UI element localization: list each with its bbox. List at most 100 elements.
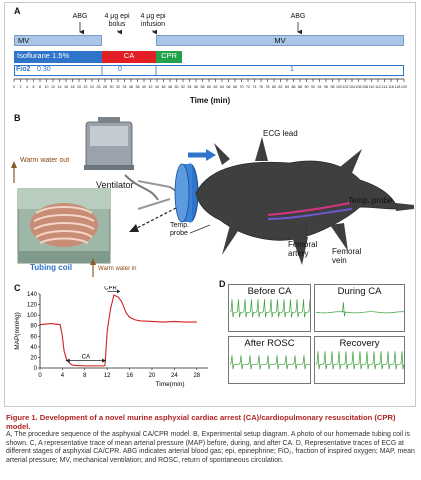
time-tick-label: 58	[201, 85, 205, 89]
time-tick-label: 0	[13, 85, 15, 89]
map-y-tick-label: 0	[34, 366, 38, 372]
map-x-tick-label: 24	[171, 373, 178, 379]
time-tick-label: 76	[259, 85, 263, 89]
time-tick-label: 74	[253, 85, 257, 89]
mouse-image	[195, 137, 414, 265]
label-femoral-vein: Femoral vein	[332, 247, 362, 265]
event-arrows	[79, 22, 302, 35]
time-axis-label: Time (min)	[189, 96, 231, 105]
time-tick-label: 12	[51, 85, 55, 89]
ecg-recovery: Recovery	[314, 336, 405, 384]
time-tick-label: 70	[240, 85, 244, 89]
time-tick-label: 22	[84, 85, 88, 89]
map-y-tick-label: 140	[27, 292, 38, 298]
label-temp-probe-2: Temp. probe	[348, 196, 393, 205]
time-tick-label: 20	[77, 85, 81, 89]
time-tick-label: 86	[292, 85, 296, 89]
map-x-tick-label: 8	[83, 373, 87, 379]
caption-title: Figure 1. Development of a novel murine …	[6, 413, 396, 431]
cpr-arrow-head	[117, 289, 121, 294]
ca-arrow-head-right	[102, 358, 107, 363]
panel-d-label: D	[219, 279, 226, 289]
label-tubing-coil: Tubing coil	[30, 263, 73, 272]
ecg-trace-after-rosc	[230, 355, 310, 370]
time-tick-label: 50	[175, 85, 179, 89]
fio2-value-2: 0	[118, 66, 122, 73]
time-tick-label: 96	[324, 85, 328, 89]
time-tick-label: 110	[369, 85, 375, 89]
time-tick-label: 84	[285, 85, 289, 89]
time-tick-label: 106	[356, 85, 362, 89]
ecg-after-rosc: After ROSC	[228, 336, 311, 384]
map-y-tick-label: 20	[30, 355, 37, 361]
time-tick-label: 32	[116, 85, 120, 89]
ca-arrow-head-left	[65, 358, 70, 363]
map-y-tick-label: 80	[30, 324, 37, 330]
map-y-tick-label: 120	[27, 303, 38, 309]
time-tick-label: 38	[136, 85, 140, 89]
map-y-tick-label: 60	[30, 334, 37, 340]
label-temp-probe-1: Temp. probe	[170, 222, 190, 237]
bar-ca: CA	[102, 51, 156, 63]
fio2-value-3: 1	[290, 66, 294, 73]
time-tick-label: 92	[311, 85, 315, 89]
fio2-value-1: 0.30	[37, 66, 51, 73]
ecg-waveform	[230, 299, 310, 318]
fio2-dividers	[101, 65, 157, 76]
time-tick-label: 116	[388, 85, 394, 89]
ecg-before-ca: Before CA	[228, 284, 311, 332]
ecg-waveform	[316, 351, 404, 370]
label-warm-water-in: Warm water in	[98, 266, 137, 272]
bar-mv-2: MV	[156, 35, 404, 46]
time-tick-label: 36	[129, 85, 133, 89]
time-tick-label: 2	[20, 85, 22, 89]
time-tick-label: 44	[155, 85, 159, 89]
setup-diagram	[11, 117, 414, 277]
map-x-tick-label: 12	[104, 373, 111, 379]
time-tick-label: 60	[207, 85, 211, 89]
time-tick-label: 66	[227, 85, 231, 89]
time-tick-label: 78	[266, 85, 270, 89]
map-x-label: Time(min)	[155, 381, 184, 388]
ecg-trace-recovery	[316, 351, 404, 370]
ecg-waveform	[230, 355, 310, 370]
time-tick-label: 68	[233, 85, 237, 89]
time-tick-label: 4	[26, 85, 28, 89]
panel-b-label: B	[14, 113, 21, 123]
ecg-title-recovery: Recovery	[339, 338, 380, 349]
time-tick-label: 46	[162, 85, 166, 89]
bar-cpr: CPR	[156, 51, 182, 63]
bar-mv-1: MV	[14, 35, 102, 46]
water-bath-image	[84, 117, 134, 170]
time-tick-label: 24	[90, 85, 94, 89]
ecg-trace-before-ca	[230, 299, 310, 318]
ecg-title-before-ca: Before CA	[247, 286, 292, 297]
time-tick-label: 52	[181, 85, 185, 89]
time-tick-label: 18	[71, 85, 75, 89]
time-tick-label: 100	[336, 85, 342, 89]
time-tick-label: 120	[401, 85, 407, 89]
time-tick-label: 48	[168, 85, 172, 89]
map-x-tick-label: 0	[38, 373, 42, 379]
event-epi-bolus: 4 μg epi bolus	[104, 13, 130, 28]
time-tick-label: 98	[331, 85, 335, 89]
bar-fio2	[14, 65, 404, 76]
time-tick-label: 82	[279, 85, 283, 89]
time-tick-label: 64	[220, 85, 224, 89]
label-femoral-artery: Femoral artery	[288, 240, 318, 258]
map-y-label: MAP(mmHg)	[14, 312, 21, 350]
event-abg-2: ABG	[290, 13, 306, 20]
time-tick-label: 108	[362, 85, 368, 89]
map-x-tick-label: 16	[126, 373, 133, 379]
fio2-label: Fio2	[16, 66, 31, 73]
time-tick-label: 14	[58, 85, 62, 89]
map-x-tick-label: 20	[149, 373, 156, 379]
bar-isoflurane: Isoflurane 1.5%	[14, 51, 102, 63]
time-tick-label: 88	[298, 85, 302, 89]
time-tick-label: 80	[272, 85, 276, 89]
time-tick-label: 16	[64, 85, 68, 89]
time-tick-label: 112	[375, 85, 381, 89]
time-tick-label: 104	[349, 85, 355, 89]
